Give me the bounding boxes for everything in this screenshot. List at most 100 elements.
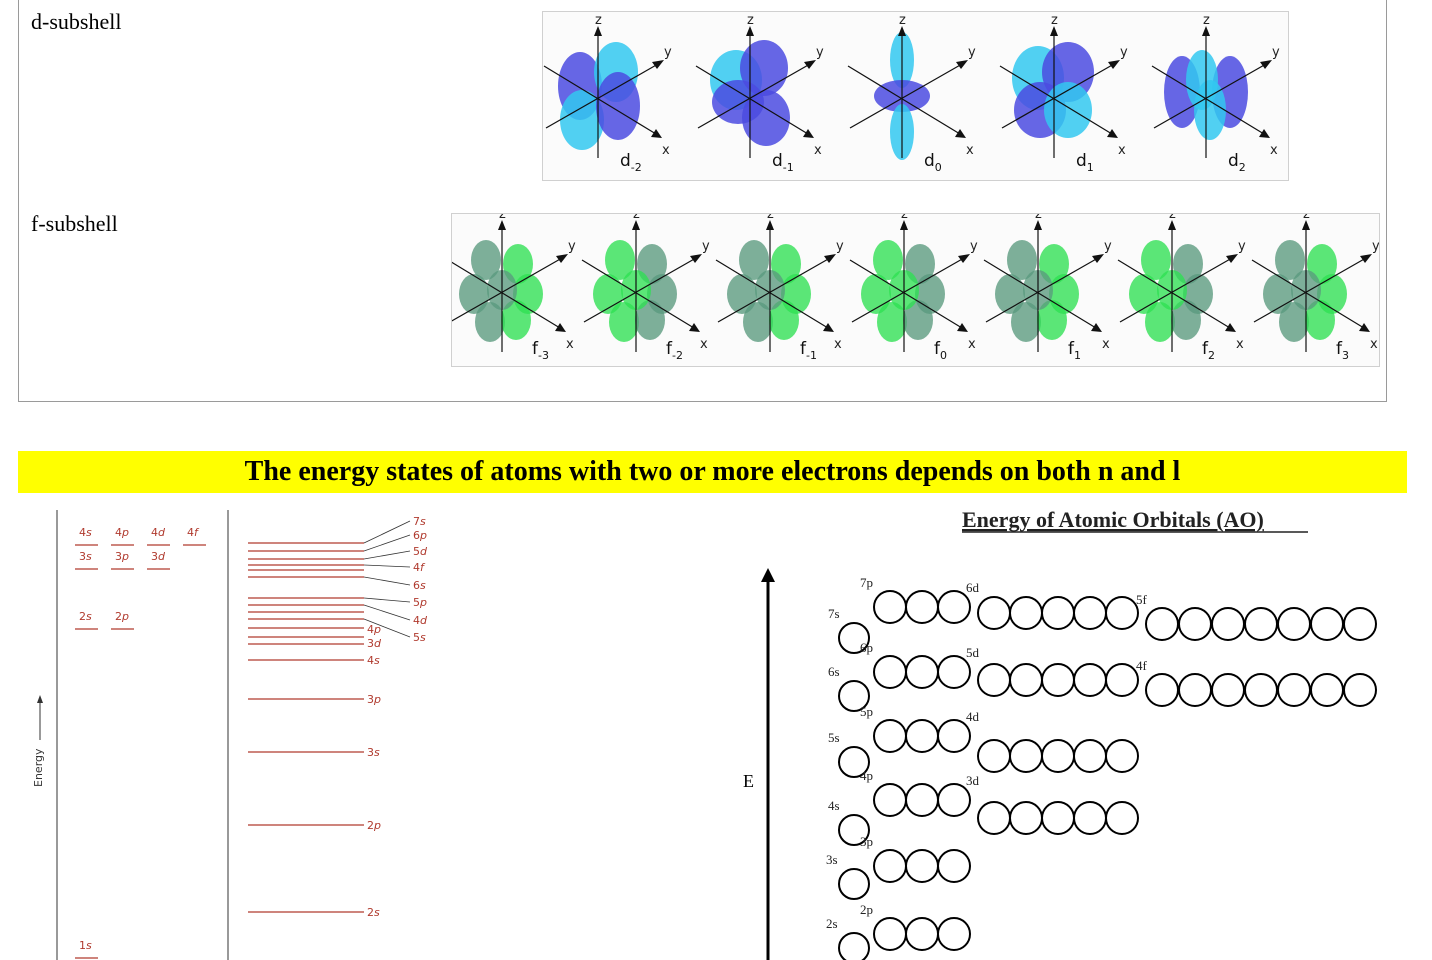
level-label-2s: 2s bbox=[367, 906, 380, 919]
svg-text:y: y bbox=[1238, 239, 1246, 254]
svg-text:z: z bbox=[1169, 213, 1176, 222]
ao-row-6s: 6s 6p 5d 4f bbox=[828, 640, 1377, 712]
svg-text:3s: 3s bbox=[826, 852, 838, 867]
svg-text:5f: 5f bbox=[1136, 592, 1148, 607]
level-1s: 1s bbox=[75, 939, 98, 959]
svg-text:z: z bbox=[1203, 13, 1210, 28]
svg-text:x: x bbox=[1370, 337, 1378, 352]
svg-text:4d: 4d bbox=[966, 709, 980, 724]
svg-text:4s: 4s bbox=[367, 654, 380, 667]
d-subshell-label: d-subshell bbox=[31, 9, 122, 34]
f-orbital-label: f-2 bbox=[666, 339, 683, 362]
level-label-7s: 7s bbox=[363, 515, 426, 544]
level-label-4f: 4f bbox=[363, 561, 426, 574]
f-orbital-label: f2 bbox=[1202, 339, 1215, 362]
level-2s: 2s bbox=[75, 610, 98, 630]
svg-text:5d: 5d bbox=[413, 545, 428, 558]
svg-text:x: x bbox=[834, 337, 842, 352]
ao-row-7s: 7s 7p 6d 5f bbox=[828, 575, 1377, 654]
level-3s: 3s bbox=[75, 550, 98, 570]
level-label-4s: 4s bbox=[367, 654, 380, 667]
svg-text:3d: 3d bbox=[151, 550, 166, 563]
level-3d: 3d bbox=[147, 550, 170, 570]
e-axis: E bbox=[743, 568, 775, 960]
svg-text:4d: 4d bbox=[151, 526, 166, 539]
level-4s: 4s bbox=[75, 526, 98, 546]
svg-text:z: z bbox=[1051, 13, 1058, 28]
svg-text:3p: 3p bbox=[115, 550, 129, 563]
svg-text:y: y bbox=[968, 45, 976, 60]
svg-text:x: x bbox=[968, 337, 976, 352]
level-label-5p: 5p bbox=[363, 596, 427, 609]
level-label-4d: 4d bbox=[363, 604, 428, 627]
svg-text:y: y bbox=[702, 239, 710, 254]
svg-text:y: y bbox=[836, 239, 844, 254]
energy-axis: Energy bbox=[32, 695, 45, 787]
f-orbital-label: f-1 bbox=[800, 339, 817, 362]
section-banner: The energy states of atoms with two or m… bbox=[18, 451, 1407, 493]
svg-text:z: z bbox=[747, 13, 754, 28]
svg-text:3p: 3p bbox=[367, 693, 381, 706]
svg-text:6s: 6s bbox=[828, 664, 840, 679]
f-subshell-label: f-subshell bbox=[31, 211, 118, 236]
svg-text:5d: 5d bbox=[966, 645, 980, 660]
svg-text:5s: 5s bbox=[413, 631, 426, 644]
svg-text:6p: 6p bbox=[413, 529, 427, 542]
svg-text:y: y bbox=[664, 45, 672, 60]
f-orbital-label: f-3 bbox=[532, 339, 549, 362]
svg-text:y: y bbox=[568, 239, 576, 254]
svg-text:x: x bbox=[1270, 143, 1278, 158]
svg-text:z: z bbox=[1303, 213, 1310, 222]
svg-text:2s: 2s bbox=[367, 906, 380, 919]
svg-text:y: y bbox=[1272, 45, 1280, 60]
svg-text:x: x bbox=[662, 143, 670, 158]
level-label-3p: 3p bbox=[367, 693, 381, 706]
svg-text:3p: 3p bbox=[860, 834, 873, 849]
svg-text:y: y bbox=[1120, 45, 1128, 60]
svg-text:1s: 1s bbox=[79, 939, 92, 952]
svg-text:6p: 6p bbox=[860, 640, 873, 655]
svg-text:z: z bbox=[595, 13, 602, 28]
svg-text:5p: 5p bbox=[860, 704, 873, 719]
d-orbital-label: d-2 bbox=[620, 151, 642, 174]
ao-diagram-title: Energy of Atomic Orbitals (AO) bbox=[962, 507, 1264, 532]
level-4d: 4d bbox=[147, 526, 170, 546]
svg-text:3s: 3s bbox=[79, 550, 92, 563]
svg-text:x: x bbox=[1236, 337, 1244, 352]
svg-text:x: x bbox=[566, 337, 574, 352]
svg-text:x: x bbox=[1118, 143, 1126, 158]
d-orbital-d1: z y x d1 bbox=[999, 13, 1128, 174]
svg-text:2p: 2p bbox=[860, 902, 873, 917]
e-axis-label: E bbox=[743, 771, 754, 791]
svg-text:6d: 6d bbox=[966, 580, 980, 595]
svg-text:4f: 4f bbox=[1136, 658, 1148, 673]
level-label-3d: 3d bbox=[367, 637, 382, 650]
svg-text:x: x bbox=[1102, 337, 1110, 352]
svg-text:7s: 7s bbox=[828, 606, 840, 621]
svg-text:y: y bbox=[970, 239, 978, 254]
svg-text:4p: 4p bbox=[860, 768, 873, 783]
level-4p: 4p bbox=[111, 526, 134, 546]
d-orbital-label: d0 bbox=[924, 151, 942, 174]
svg-text:z: z bbox=[633, 213, 640, 222]
level-label-2p: 2p bbox=[367, 819, 381, 832]
level-label-6p: 6p bbox=[363, 529, 427, 552]
level-label-5s: 5s bbox=[363, 618, 426, 644]
svg-text:7p: 7p bbox=[860, 575, 873, 590]
ao-row-3s: 3s 3p bbox=[826, 834, 971, 900]
d-orbital-label: d1 bbox=[1076, 151, 1094, 174]
f-orbital-f2: z y x f2 bbox=[1117, 213, 1246, 362]
svg-text:4f: 4f bbox=[413, 561, 426, 574]
svg-text:4p: 4p bbox=[367, 623, 381, 636]
